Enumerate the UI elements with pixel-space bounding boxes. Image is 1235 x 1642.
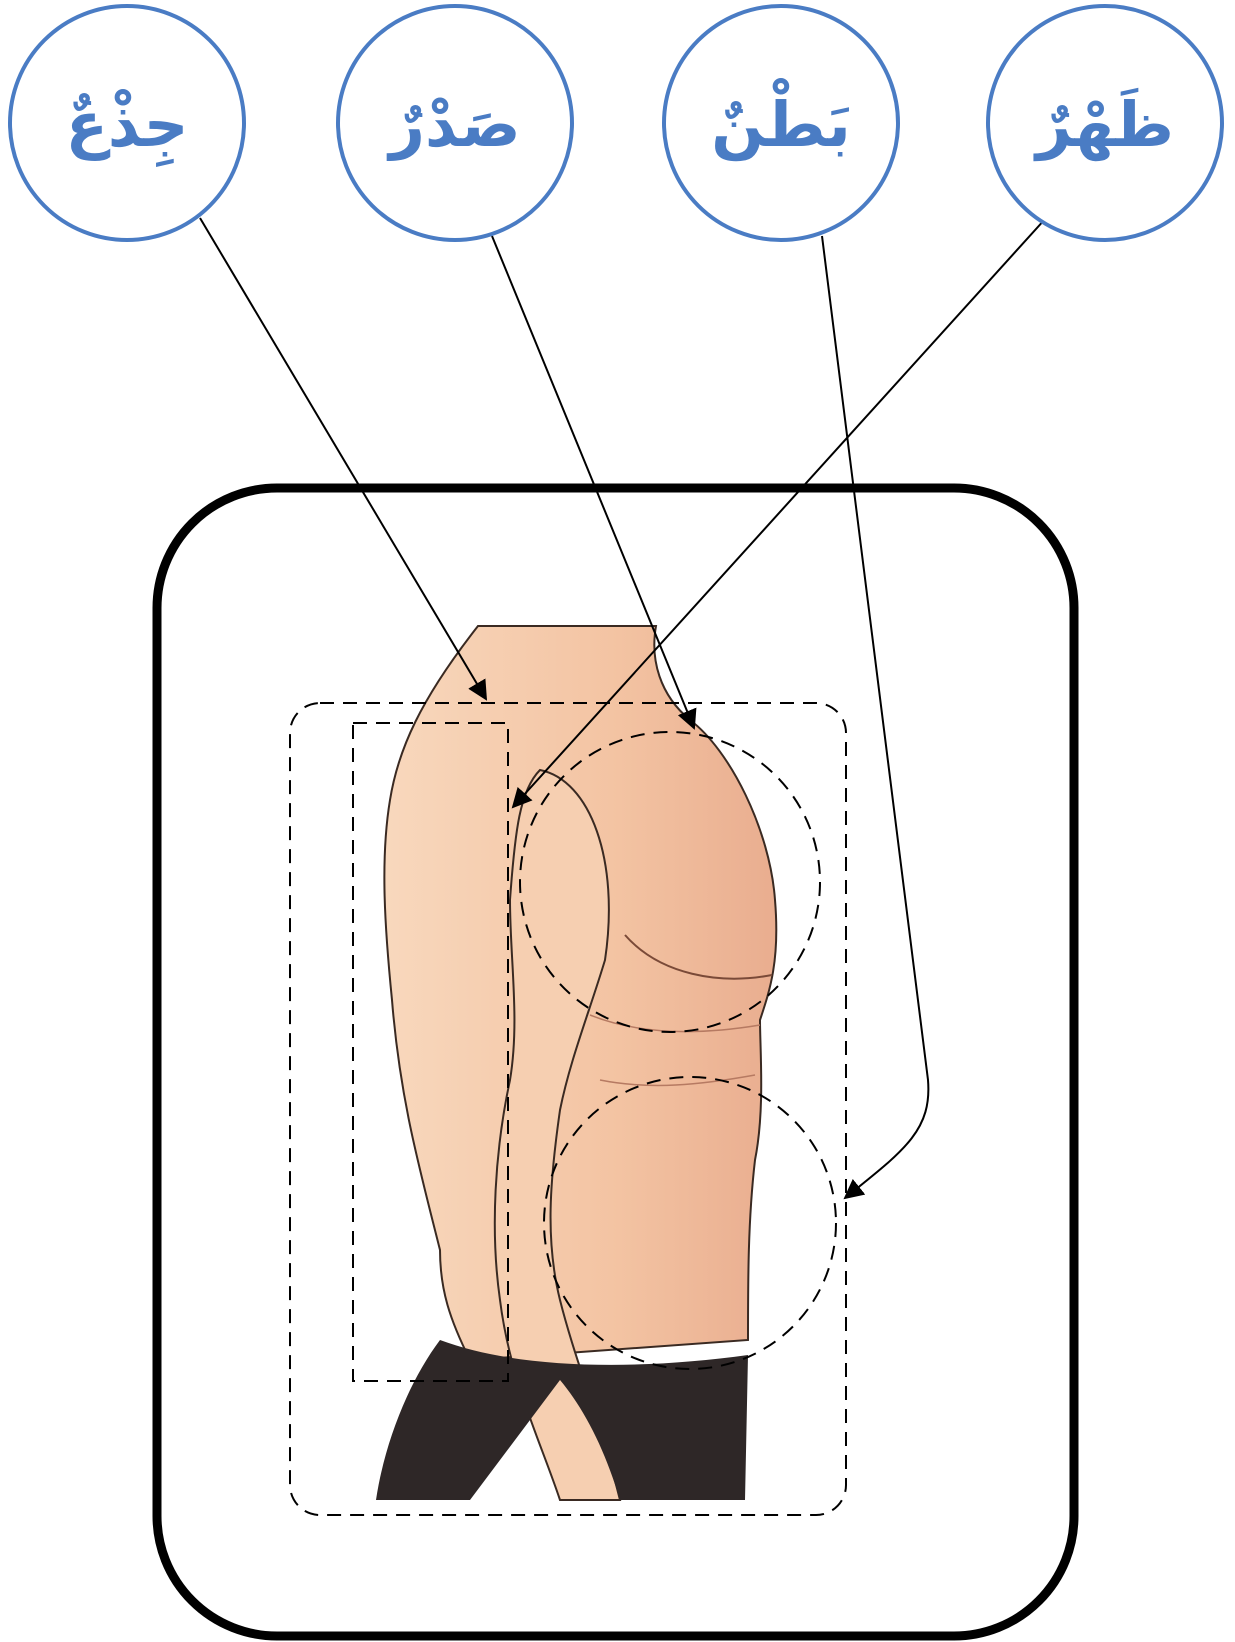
label-bubble-chest: صَدْرٌ [338, 6, 572, 240]
label-chest: صَدْرٌ [386, 88, 520, 161]
label-bubble-belly: بَطْنٌ [664, 6, 898, 240]
arrow-back [513, 218, 1046, 807]
label-back: ظَهْرٌ [1033, 87, 1174, 161]
torso-illustration [376, 626, 776, 1500]
label-belly: بَطْنٌ [711, 77, 850, 161]
arrow-trunk [200, 218, 486, 699]
label-trunk: جِذْعٌ [66, 88, 189, 168]
label-bubble-trunk: جِذْعٌ [10, 6, 244, 240]
arrow-belly [822, 236, 928, 1198]
label-bubble-back: ظَهْرٌ [988, 6, 1222, 240]
